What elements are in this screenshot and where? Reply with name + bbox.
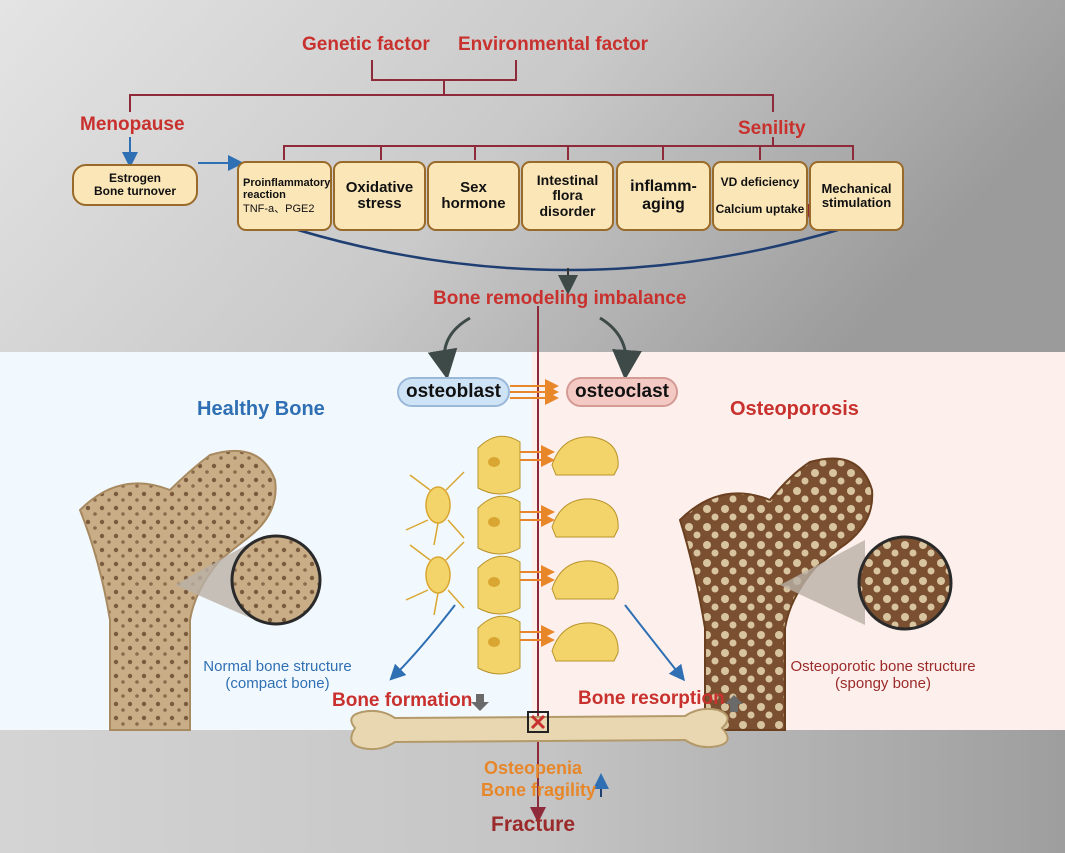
healthy-caption-line1: Normal bone structure	[203, 658, 352, 675]
mechanism-5-line1: inflamm-	[630, 178, 697, 196]
osteoporosis-title: Osteoporosis	[730, 398, 859, 420]
mechanism-box-7: Mechanical stimulation	[809, 161, 904, 231]
curve-arrow-osteoclast	[599, 316, 642, 380]
mechanism-5-line2: aging	[642, 196, 685, 213]
mechanism-box-6: VD deficiency Calcium uptake	[712, 161, 808, 231]
fracture-label: Fracture	[491, 813, 576, 836]
curve-arrow-osteoblast	[427, 316, 471, 380]
mechanism-7-line1: Mechanical	[821, 180, 892, 196]
bone-formation-label: Bone formation	[332, 690, 473, 711]
mechanism-4-line1: Intestinal	[536, 171, 599, 188]
mechanism-4-line2: flora	[552, 187, 583, 204]
healthy-femur	[78, 449, 322, 731]
estrogen-line2: Bone turnover	[93, 184, 176, 198]
healthy-bone-title: Healthy Bone	[197, 398, 325, 420]
grey-arrows	[471, 694, 743, 712]
resorption-arrow	[624, 604, 685, 682]
orange-cell-arrows	[520, 445, 555, 647]
osteoporotic-femur	[678, 457, 953, 731]
healthy-caption-line2: (compact bone)	[225, 675, 330, 692]
osteopenia-label: Osteopenia	[484, 758, 583, 778]
osteoporosis-caption-line2: (spongy bone)	[835, 675, 931, 692]
osteoblast-cells	[477, 435, 521, 675]
mechanism-box-2: Oxidative stress	[333, 161, 426, 231]
osteoclast-pill: osteoclast	[566, 377, 678, 407]
factor-tree	[122, 60, 854, 168]
osteoclast-cells	[551, 436, 619, 662]
osteoporosis-caption: Osteoporotic bone structure (spongy bone…	[783, 658, 983, 692]
healthy-caption: Normal bone structure (compact bone)	[190, 658, 365, 692]
bone-resorption-label: Bone resorption	[578, 688, 725, 709]
mechanism-6-line1: VD deficiency	[720, 174, 800, 189]
mechanism-2-line2: stress	[357, 195, 402, 212]
formation-arrow	[389, 604, 456, 681]
pill-arrows	[510, 379, 559, 405]
osteoblast-pill: osteoblast	[397, 377, 510, 407]
estrogen-box: Estrogen Bone turnover	[72, 164, 198, 206]
bottom-panel	[0, 730, 1065, 853]
mechanism-2-line1: Oxidative	[345, 178, 414, 196]
genetic-factor-label: Genetic factor	[302, 34, 430, 55]
mechanism-box-5: inflamm- aging	[616, 161, 711, 231]
mechanism-3-line2: hormone	[441, 195, 506, 212]
osteocyte-cells	[405, 471, 465, 616]
mechanism-4-line3: disorder	[539, 202, 596, 219]
bone-fragility-label: Bone fragility	[481, 780, 597, 800]
senility-label: Senility	[738, 118, 806, 139]
mechanism-box-1: Proinflammatory reaction TNF-a、PGE2	[237, 161, 332, 231]
osteoporosis-caption-line1: Osteoporotic bone structure	[790, 658, 976, 675]
mechanism-6-line2: Calcium uptake	[715, 201, 805, 216]
environmental-factor-label: Environmental factor	[458, 34, 649, 55]
mechanism-1-line2: reaction	[243, 188, 286, 201]
long-bone	[350, 707, 729, 751]
mechanism-3-line1: Sex	[460, 178, 487, 196]
mechanism-1-line3: TNF-a、PGE2	[243, 203, 315, 216]
menopause-label: Menopause	[80, 114, 185, 135]
mechanism-box-4: Intestinal flora disorder	[521, 161, 614, 231]
estrogen-line1: Estrogen	[108, 170, 161, 185]
mechanism-1-line1: Proinflammatory	[243, 176, 331, 189]
mechanism-7-line2: stimulation	[821, 195, 892, 210]
imbalance-label: Bone remodeling imbalance	[433, 288, 687, 309]
mechanism-box-3: Sex hormone	[427, 161, 520, 231]
